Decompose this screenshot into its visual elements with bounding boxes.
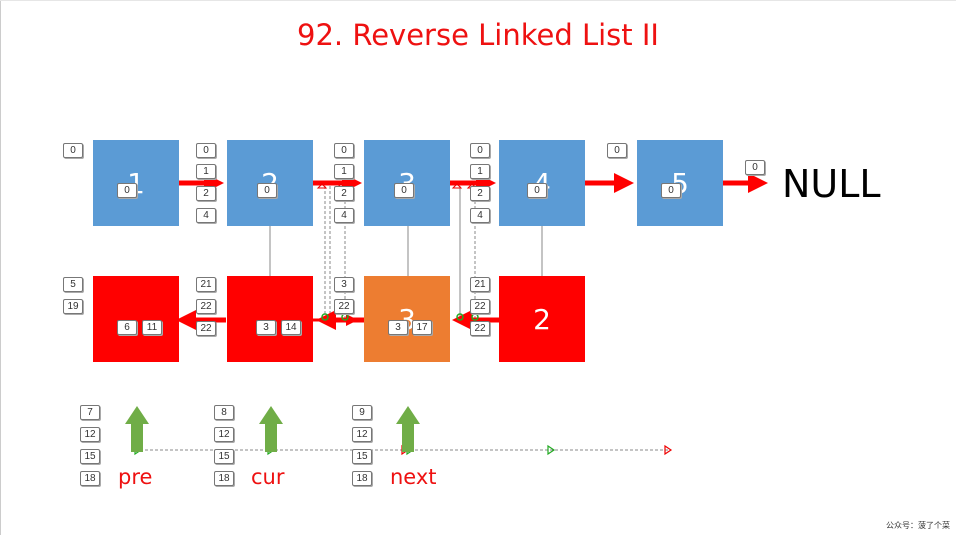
step-badge: 11	[142, 320, 162, 335]
step-badge: 9	[352, 405, 372, 420]
step-badge: 18	[80, 471, 100, 486]
step-badge: 1	[196, 164, 216, 179]
step-badge: 0	[607, 143, 627, 158]
step-badge: 5	[63, 277, 83, 292]
node-value: 2	[533, 302, 551, 336]
step-badge: 4	[470, 208, 490, 223]
step-badge: 15	[80, 449, 100, 464]
step-badge: 19	[63, 299, 83, 314]
step-badge: 21	[196, 277, 216, 292]
step-badge: 22	[196, 321, 216, 336]
step-badge: 0	[334, 143, 354, 158]
step-badge: 22	[470, 299, 490, 314]
step-badge: 22	[334, 299, 354, 314]
step-badge: 21	[470, 277, 490, 292]
step-badge: 8	[214, 405, 234, 420]
step-badge: 12	[80, 427, 100, 442]
step-badge: 0	[117, 183, 137, 198]
step-badge: 6	[117, 320, 137, 335]
step-badge: 22	[470, 321, 490, 336]
step-badge: 0	[661, 183, 681, 198]
step-badge: 1	[470, 164, 490, 179]
step-badge: 0	[394, 183, 414, 198]
reversed-node-b	[227, 276, 313, 362]
pointer-label-next: next	[390, 465, 437, 489]
step-badge: 2	[470, 186, 490, 201]
step-badge: 3	[334, 277, 354, 292]
step-badge: 0	[196, 143, 216, 158]
pointer-label-cur: cur	[251, 465, 285, 489]
step-badge: 15	[214, 449, 234, 464]
step-badge: 0	[527, 183, 547, 198]
pointer-label-pre: pre	[118, 465, 153, 489]
step-badge: 18	[214, 471, 234, 486]
step-badge: 15	[352, 449, 372, 464]
step-badge: 3	[256, 320, 276, 335]
step-badge: 2	[334, 186, 354, 201]
step-badge: 12	[214, 427, 234, 442]
step-badge: 12	[352, 427, 372, 442]
step-badge: 1	[334, 164, 354, 179]
step-badge: 14	[281, 320, 301, 335]
step-badge: 3	[388, 320, 408, 335]
watermark: 公众号：菠了个菜	[886, 521, 950, 530]
reversed-node-c: 2	[499, 276, 585, 362]
step-badge: 2	[196, 186, 216, 201]
step-badge: 22	[196, 299, 216, 314]
step-badge: 0	[63, 143, 83, 158]
slide-left-edge	[0, 0, 1, 535]
step-badge: 0	[470, 143, 490, 158]
slide-top-edge	[0, 0, 956, 1]
step-badge: 4	[334, 208, 354, 223]
pointer-arrows	[125, 406, 420, 452]
step-badge: 7	[80, 405, 100, 420]
null-label: NULL	[782, 162, 881, 206]
step-badge: 0	[745, 160, 765, 175]
step-badge: 0	[257, 183, 277, 198]
step-badge: 4	[196, 208, 216, 223]
reversed-node-a	[93, 276, 179, 362]
step-badge: 18	[352, 471, 372, 486]
current-node: 3	[364, 276, 450, 362]
step-badge: 17	[412, 320, 432, 335]
slide-title: 92. Reverse Linked List II	[297, 18, 659, 52]
